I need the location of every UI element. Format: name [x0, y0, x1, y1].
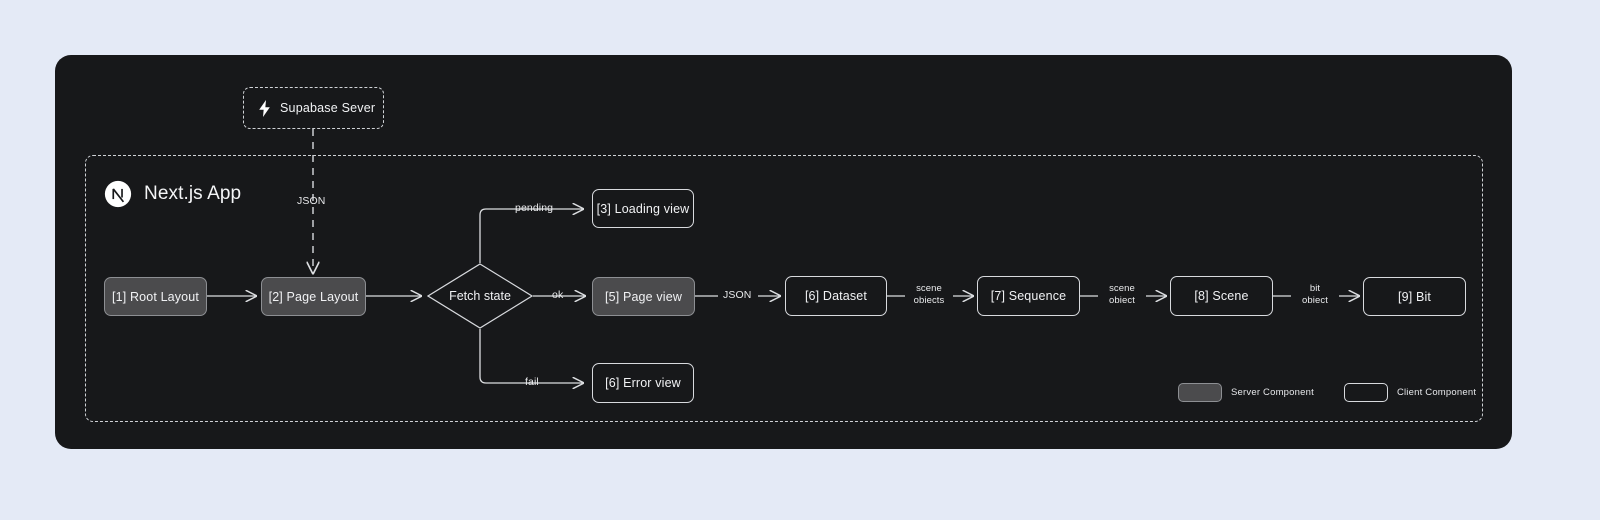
node-error-view[interactable]: [6] Error view [592, 363, 694, 403]
lightning-bolt-icon [259, 99, 270, 117]
edge-label-scene-objects: scene obiects [906, 283, 952, 307]
legend-item-client: Client Component [1343, 383, 1477, 402]
edge-label-scene-objects-line2: obiects [913, 295, 945, 306]
legend-swatch-server [1178, 383, 1222, 402]
nextjs-logo-icon [104, 180, 132, 208]
node-fetch-state[interactable]: Fetch state [426, 263, 534, 329]
node-root-layout[interactable]: [1] Root Layout [104, 277, 207, 316]
legend-label-server: Server Component [1231, 387, 1314, 398]
legend: Server Component Client Component [1178, 383, 1476, 402]
node-bit[interactable]: [9] Bit [1363, 277, 1466, 316]
edge-label-ok: ok [552, 289, 564, 301]
edge-label-scene-objects-line1: scene [916, 283, 942, 294]
nextjs-app-title: Next.js App [144, 183, 242, 204]
nextjs-app-header: Next.js App [104, 180, 241, 208]
legend-swatch-client [1343, 383, 1388, 402]
supabase-server-node[interactable]: Supabase Sever [243, 87, 384, 129]
supabase-server-label: Supabase Sever [280, 101, 376, 115]
edge-label-fail: fail [525, 376, 539, 388]
node-page-layout[interactable]: [2] Page Layout [261, 277, 366, 316]
legend-label-client: Client Component [1396, 387, 1477, 398]
edge-label-json-dataset: JSON [723, 289, 752, 301]
node-scene[interactable]: [8] Scene [1170, 276, 1273, 316]
decision-diamond-shape [426, 263, 534, 329]
node-fetch-state-label: Fetch state [449, 289, 511, 303]
node-loading-view[interactable]: [3] Loading view [592, 189, 694, 228]
edge-label-pending: pending [515, 202, 554, 214]
nextjs-app-container [85, 155, 1483, 422]
edge-label-bit-object-line1: bit [1309, 283, 1321, 294]
edge-label-scene-object-line1: scene [1109, 283, 1135, 294]
legend-item-server: Server Component [1178, 383, 1314, 402]
edge-label-bit-object-line2: obiect [1302, 295, 1328, 306]
edge-label-json-supabase: JSON [297, 195, 326, 207]
edge-label-bit-object: bit obiect [1292, 283, 1338, 307]
edge-label-scene-object-line2: obiect [1109, 295, 1135, 306]
node-page-view[interactable]: [5] Page view [592, 277, 695, 316]
diagram-panel [55, 55, 1512, 449]
edge-label-scene-object: scene obiect [1099, 283, 1145, 307]
node-dataset[interactable]: [6] Dataset [785, 276, 887, 316]
node-sequence[interactable]: [7] Sequence [977, 276, 1080, 316]
